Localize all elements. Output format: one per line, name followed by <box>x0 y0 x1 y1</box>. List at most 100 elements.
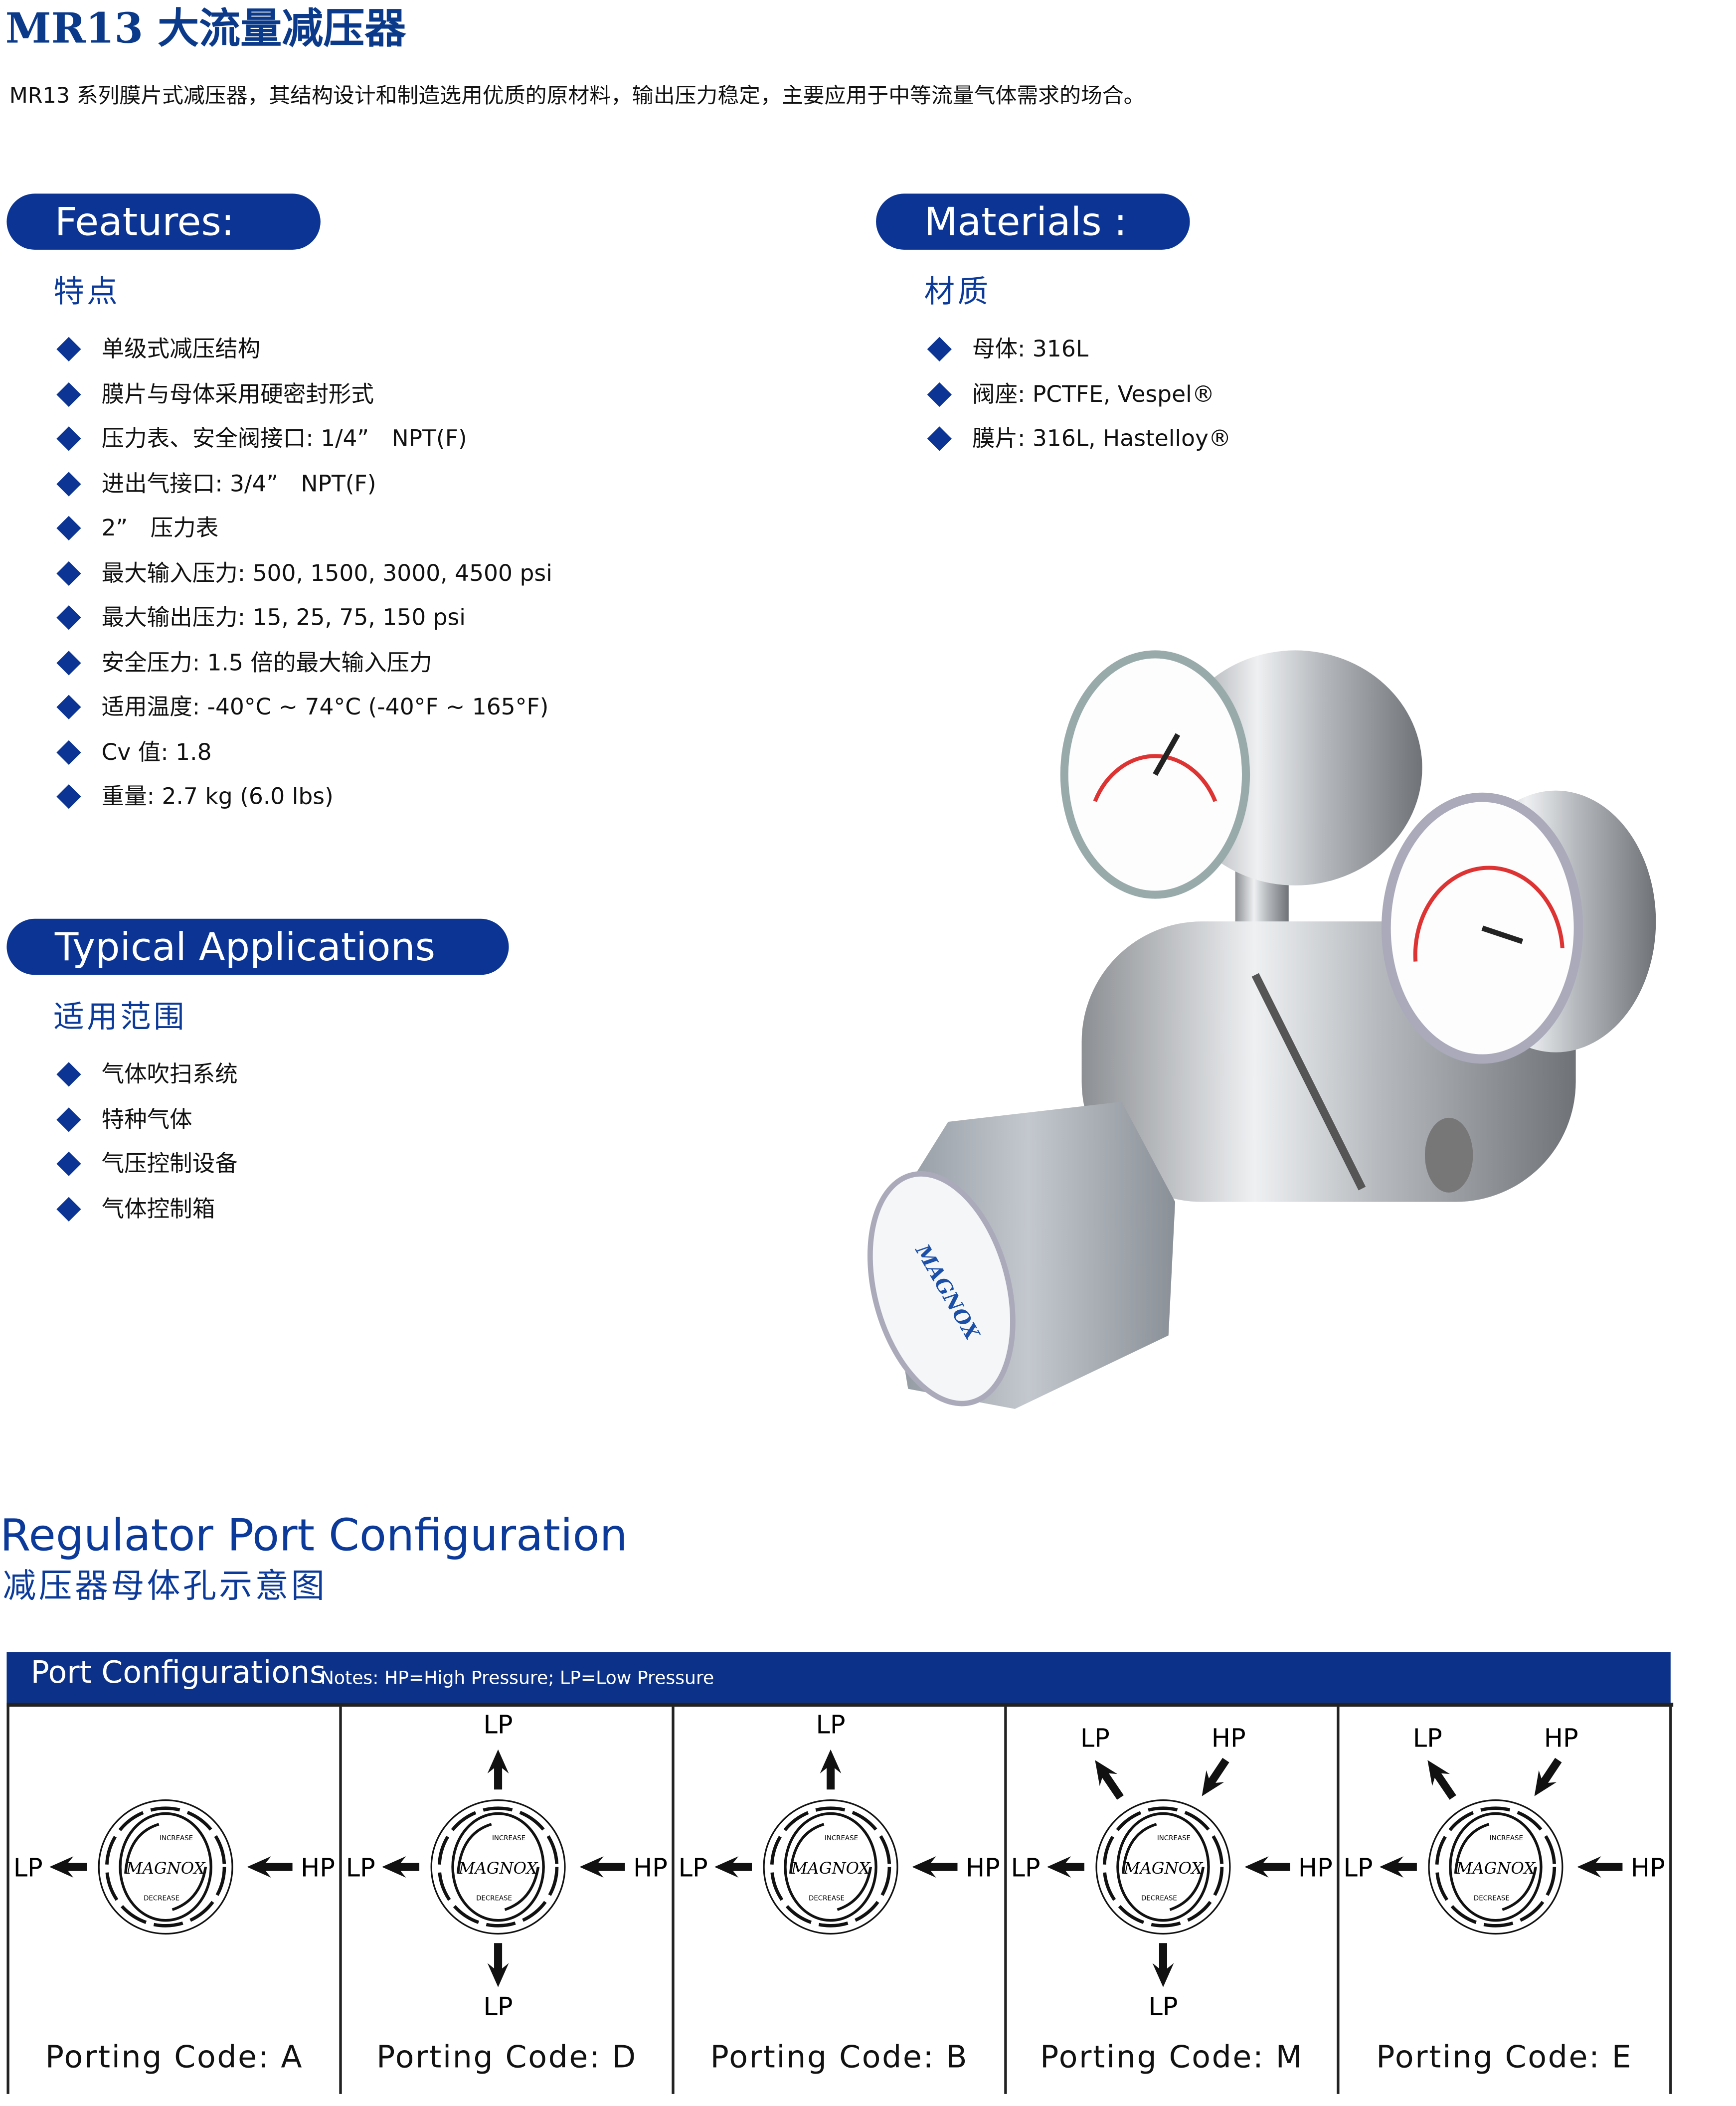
list-item: 压力表、安全阀接口: 1/4” NPT(F) <box>53 418 552 463</box>
svg-text:MAGNOX: MAGNOX <box>126 1859 206 1878</box>
port-label: LP <box>346 1853 375 1883</box>
bullet-diamond-icon <box>56 1106 81 1132</box>
list-item: 气体吹扫系统 <box>53 1053 238 1098</box>
port-label: LP <box>1148 1992 1178 2022</box>
arrow-left-icon <box>1379 1856 1417 1878</box>
bullet-diamond-icon <box>56 426 81 451</box>
regulator-product-image: MAGNOX <box>867 650 1656 1409</box>
port-label: LP <box>1413 1724 1442 1753</box>
bullet-diamond-icon <box>56 695 81 719</box>
list-item-text: 母体: 316L <box>972 336 1089 363</box>
bullet-diamond-icon <box>56 516 81 540</box>
materials-list: 母体: 316L 阀座: PCTFE, Vespel® 膜片: 316L, Hast… <box>924 329 1231 463</box>
features-list: 单级式减压结构膜片与母体采用硬密封形式压力表、安全阀接口: 1/4” NPT(F… <box>53 329 552 821</box>
list-item: 特种气体 <box>53 1098 238 1143</box>
list-item-text: 重量: 2.7 kg (6.0 lbs) <box>101 784 334 811</box>
arrow-up-icon <box>820 1749 842 1790</box>
arrow-left-icon <box>382 1856 420 1878</box>
arrow-right-icon <box>579 1856 625 1878</box>
features-heading: Features: <box>6 193 321 250</box>
svg-text:DECREASE: DECREASE <box>809 1895 845 1903</box>
list-item: 进出气接口: 3/4” NPT(F) <box>53 463 552 508</box>
list-item: 适用温度: -40°C ~ 74°C (-40°F ~ 165°F) <box>53 687 552 731</box>
list-item: 气压控制设备 <box>53 1143 238 1188</box>
knob-icon: INCREASE MAGNOX DECREASE <box>1428 1799 1563 1935</box>
svg-text:DECREASE: DECREASE <box>1474 1895 1510 1903</box>
bullet-diamond-icon <box>927 337 952 362</box>
list-item-text: 阀座: PCTFE, Vespel® <box>972 381 1215 408</box>
arrow-upright-icon <box>1534 1757 1562 1796</box>
list-item: Cv 值: 1.8 <box>53 731 552 776</box>
list-item-text: 气体吹扫系统 <box>101 1061 238 1088</box>
list-item: 重量: 2.7 kg (6.0 lbs) <box>53 776 552 821</box>
svg-text:INCREASE: INCREASE <box>1157 1835 1191 1842</box>
port-label: HP <box>1631 1853 1665 1883</box>
arrow-left-icon <box>714 1856 752 1878</box>
list-item-text: 膜片与母体采用硬密封形式 <box>101 381 374 408</box>
port-label: LP <box>1344 1853 1373 1883</box>
svg-text:INCREASE: INCREASE <box>825 1835 858 1842</box>
svg-text:MAGNOX: MAGNOX <box>791 1859 871 1878</box>
list-item: 最大输入压力: 500, 1500, 3000, 4500 psi <box>53 552 552 597</box>
port-label: LP <box>1011 1853 1041 1883</box>
applications-cn-heading: 适用范围 <box>53 1000 187 1035</box>
port-label: LP <box>13 1853 43 1883</box>
features-cn-heading: 特点 <box>53 275 121 310</box>
port-label: HP <box>966 1853 1000 1883</box>
bullet-diamond-icon <box>56 471 81 496</box>
port-label: LP <box>484 1992 513 2022</box>
arrow-down-icon <box>1152 1943 1174 1987</box>
porting-code-label: Porting Code: D <box>376 2040 637 2076</box>
arrow-right-icon <box>1244 1856 1290 1878</box>
list-item-text: 压力表、安全阀接口: 1/4” NPT(F) <box>101 426 467 453</box>
arrow-right-icon <box>1577 1856 1623 1878</box>
list-item: 母体: 316L <box>924 329 1231 373</box>
bullet-diamond-icon <box>56 784 81 809</box>
port-label: LP <box>679 1853 708 1883</box>
port-label: LP <box>816 1711 846 1740</box>
list-item-text: 气体控制箱 <box>101 1196 215 1223</box>
list-item: 单级式减压结构 <box>53 329 552 373</box>
svg-text:INCREASE: INCREASE <box>1490 1835 1523 1842</box>
list-item: 膜片与母体采用硬密封形式 <box>53 373 552 418</box>
page-subtitle: MR13 系列膜片式减压器，其结构设计和制造选用优质的原材料，输出压力稳定，主要… <box>9 83 1145 108</box>
list-item-text: 适用温度: -40°C ~ 74°C (-40°F ~ 165°F) <box>101 694 549 721</box>
bullet-diamond-icon <box>56 650 81 675</box>
svg-text:MAGNOX: MAGNOX <box>458 1859 538 1878</box>
list-item-text: Cv 值: 1.8 <box>101 739 212 766</box>
bullet-diamond-icon <box>56 739 81 764</box>
list-item-text: 安全压力: 1.5 倍的最大输入压力 <box>101 650 432 677</box>
arrow-right-icon <box>912 1856 958 1878</box>
porting-code-label: Porting Code: A <box>45 2040 304 2076</box>
list-item-text: 最大输出压力: 15, 25, 75, 150 psi <box>101 605 466 632</box>
list-item-text: 膜片: 316L, Hastelloy® <box>972 426 1231 453</box>
svg-text:MAGNOX: MAGNOX <box>1456 1859 1536 1878</box>
bullet-diamond-icon <box>56 381 81 406</box>
port-config-header-bar: Port Configurations Notes: HP=High Press… <box>6 1652 1671 1703</box>
bullet-diamond-icon <box>56 1196 81 1221</box>
bullet-diamond-icon <box>56 605 81 630</box>
applications-list: 气体吹扫系统特种气体气压控制设备气体控制箱 <box>53 1053 238 1232</box>
arrow-left-icon <box>49 1856 87 1878</box>
list-item-text: 进出气接口: 3/4” NPT(F) <box>101 471 376 498</box>
svg-text:DECREASE: DECREASE <box>144 1895 179 1903</box>
bullet-diamond-icon <box>927 381 952 406</box>
bullet-diamond-icon <box>56 337 81 362</box>
list-item: 阀座: PCTFE, Vespel® <box>924 373 1231 418</box>
svg-text:DECREASE: DECREASE <box>476 1895 512 1903</box>
list-item: 膜片: 316L, Hastelloy® <box>924 418 1231 463</box>
list-item-text: 特种气体 <box>101 1106 192 1133</box>
list-item-text: 单级式减压结构 <box>101 336 261 363</box>
port-config-cn-title: 减压器母体孔示意图 <box>2 1566 328 1605</box>
porting-code-label: Porting Code: E <box>1376 2040 1633 2076</box>
